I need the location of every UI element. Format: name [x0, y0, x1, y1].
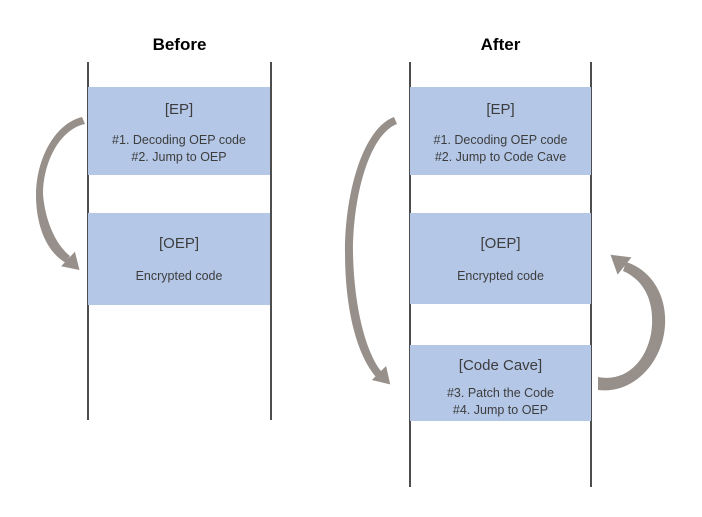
after-code-cave-step-4: #4. Jump to OEP — [452, 402, 549, 417]
before-oep-line-1: Encrypted code — [135, 269, 223, 283]
before-oep-body: Encrypted code — [88, 268, 270, 285]
after-oep-block: [OEP] Encrypted code — [410, 213, 591, 304]
before-ep-step-2: #2. Jump to OEP — [131, 149, 227, 164]
after-ep-step-1: #1. Decoding OEP code — [433, 133, 568, 147]
after-code-cave-step-3: #3. Patch the Code — [446, 386, 555, 400]
after-oep-line-1: Encrypted code — [457, 269, 544, 283]
after-oep-heading: [OEP] — [480, 235, 521, 252]
after-title: After — [480, 35, 521, 54]
before-ep-block: [EP] #1. Decoding OEP code #2. Jump to O… — [88, 87, 270, 175]
before-title: Before — [152, 35, 207, 54]
before-oep-block: [OEP] Encrypted code — [88, 213, 270, 305]
after-ep-heading: [EP] — [486, 101, 515, 118]
curved-arrow-code-cave-to-oep-icon — [598, 254, 666, 391]
curved-arrow-ep-to-oep-icon — [36, 117, 85, 270]
before-ep-heading: [EP] — [164, 101, 194, 118]
before-ep-step-1: #1. Decoding OEP code — [112, 133, 246, 147]
after-oep-body: Encrypted code — [410, 268, 591, 285]
after-ep-steps: #1. Decoding OEP code #2. Jump to Code C… — [410, 132, 591, 165]
after-column-right-line — [590, 62, 592, 487]
after-ep-block: [EP] #1. Decoding OEP code #2. Jump to C… — [410, 87, 591, 175]
after-code-cave-heading: [Code Cave] — [458, 357, 543, 374]
curved-arrow-ep-to-code-cave-icon — [345, 117, 397, 385]
before-oep-heading: [OEP] — [158, 235, 199, 252]
after-code-cave-steps: #3. Patch the Code #4. Jump to OEP — [410, 385, 591, 418]
before-column-right-line — [270, 62, 272, 420]
before-ep-steps: #1. Decoding OEP code #2. Jump to OEP — [88, 132, 270, 165]
after-ep-step-2: #2. Jump to Code Cave — [434, 149, 567, 164]
after-code-cave-block: [Code Cave] #3. Patch the Code #4. Jump … — [410, 345, 591, 421]
